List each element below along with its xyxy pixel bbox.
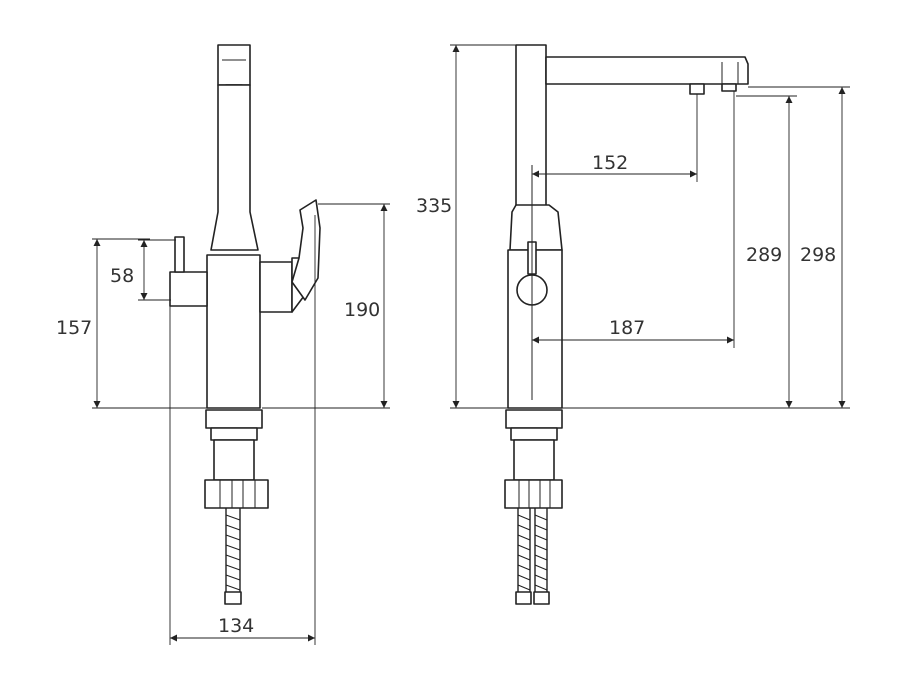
dimension-label-152: 152 [592,152,628,174]
dimension-190: 190 [262,203,390,409]
side-valve-handle [174,236,185,273]
mounting-shank [213,439,255,481]
base-ring [205,409,263,429]
dimension-152: 152 [532,94,698,182]
dimension-187: 187 [532,91,735,348]
dimension-label-187: 187 [609,317,645,339]
spout-head [217,44,251,86]
dimension-298: 298 [748,86,850,408]
dimension-58: 58 [110,239,176,301]
hose-fitting [224,591,242,605]
supply-hoses-side [517,508,548,592]
dimension-label-134: 134 [218,615,254,637]
spout-column [515,44,547,211]
spout-arm [545,56,749,85]
dimension-label-289: 289 [746,244,782,266]
mounting-shank-side [513,439,555,481]
dimension-label-335: 335 [416,195,452,217]
side-valve [169,271,208,307]
dimension-label-58: 58 [110,265,134,287]
dimension-157: 157 [56,238,207,409]
lever-handle [291,199,321,301]
filter-outlet [721,83,737,92]
side-view: 335 152 187 289 298 [416,44,850,605]
dimension-289: 289 [562,95,850,409]
spout-outlet [689,83,705,95]
dimension-label-298: 298 [800,244,836,266]
base-ring-side [505,409,563,429]
dimension-335: 335 [416,44,516,409]
lever-housing [259,261,293,313]
dimension-134: 134 [169,215,316,645]
spout-neck [210,84,259,251]
mounting-nut-side [504,479,563,509]
dimension-label-190: 190 [344,299,380,321]
faucet-body [206,254,261,409]
mounting-nut [204,479,269,509]
dimension-label-157: 157 [56,317,92,339]
front-view: 58 157 190 134 [56,44,390,645]
